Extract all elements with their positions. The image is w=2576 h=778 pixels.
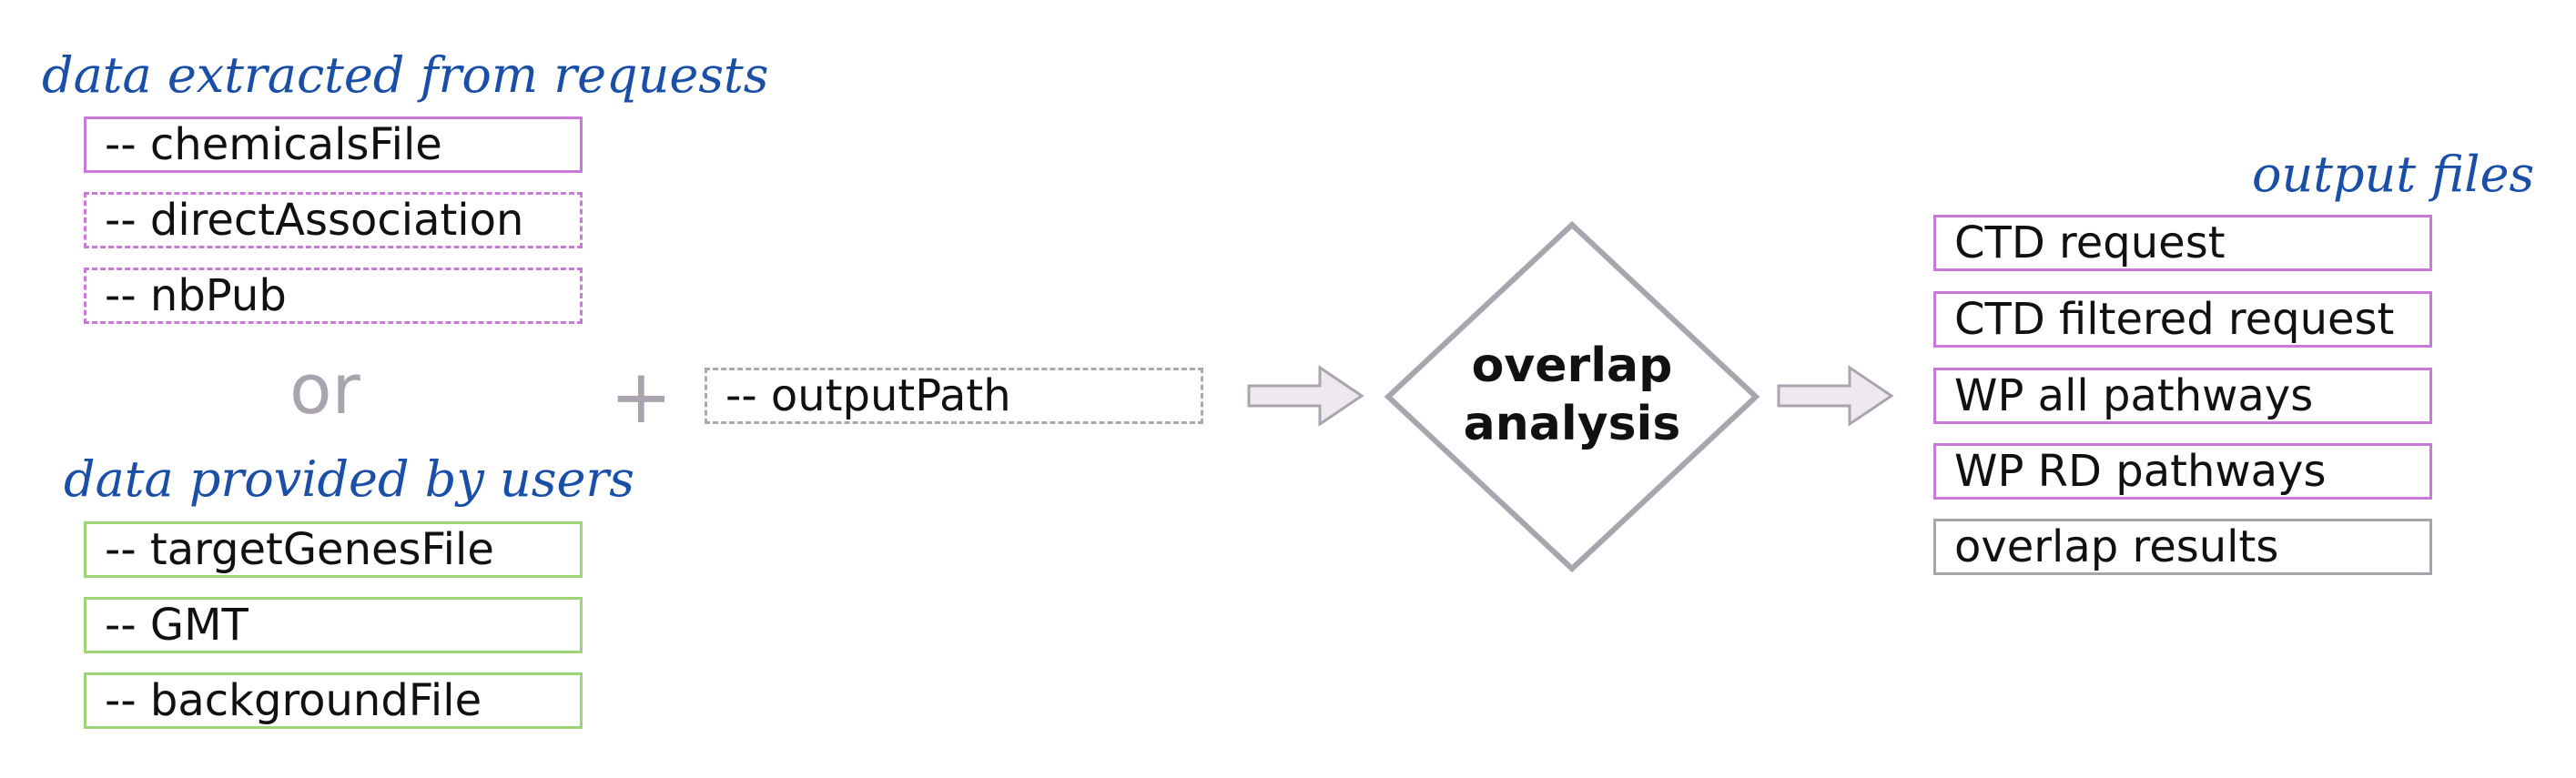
output-wp-rd-pathways: WP RD pathways bbox=[1933, 443, 2432, 500]
process-label: overlap analysis bbox=[1385, 337, 1759, 453]
flow-arrow-icon bbox=[1247, 365, 1364, 427]
output-ctd-request: CTD request bbox=[1933, 215, 2432, 271]
nbpub-param: -- nbPub bbox=[84, 268, 583, 324]
output-path-param: -- outputPath bbox=[705, 368, 1203, 424]
direct-association-param: -- directAssociation bbox=[84, 192, 583, 248]
output-overlap-results: overlap results bbox=[1933, 519, 2432, 575]
or-label: or bbox=[289, 349, 360, 429]
requests-heading: data extracted from requests bbox=[42, 46, 769, 104]
users-heading: data provided by users bbox=[64, 450, 634, 508]
process-line-1: overlap bbox=[1471, 338, 1673, 393]
outputs-heading: output files bbox=[2252, 146, 2535, 203]
background-file-param: -- backgroundFile bbox=[84, 672, 583, 729]
chemicals-file-param: -- chemicalsFile bbox=[84, 116, 583, 173]
output-ctd-filtered-request: CTD filtered request bbox=[1933, 291, 2432, 348]
flow-arrow-icon bbox=[1777, 365, 1894, 427]
gmt-param: -- GMT bbox=[84, 597, 583, 653]
overlap-analysis-diamond bbox=[1384, 220, 1760, 573]
process-line-2: analysis bbox=[1463, 397, 1681, 451]
plus-label: + bbox=[610, 354, 673, 440]
output-wp-all-pathways: WP all pathways bbox=[1933, 368, 2432, 424]
target-genes-file-param: -- targetGenesFile bbox=[84, 521, 583, 578]
